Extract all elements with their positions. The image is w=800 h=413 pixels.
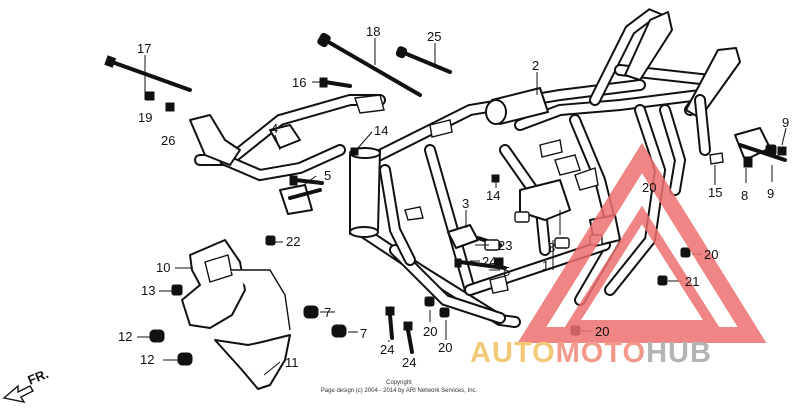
callout-22: 22: [286, 234, 300, 249]
callout-1: 1: [542, 258, 549, 273]
middle-fasteners: [289, 175, 507, 270]
callout-8b: 8: [741, 188, 748, 203]
callout-24c: 24: [402, 355, 416, 370]
callout-12a: 12: [118, 329, 132, 344]
main-frame-body: [349, 8, 741, 328]
callout-16: 16: [292, 75, 306, 90]
callout-21: 21: [685, 274, 699, 289]
callout-5a: 5: [324, 168, 331, 183]
callout-14a: 14: [374, 123, 388, 138]
callout-7b: 7: [360, 326, 367, 341]
callout-10: 10: [156, 260, 170, 275]
callout-20c: 20: [704, 247, 718, 262]
callout-2: 2: [532, 58, 539, 73]
front-direction-indicator: FR.: [2, 366, 51, 403]
callout-20d: 20: [595, 324, 609, 339]
watermark-logo: AUTOMOTOHUB: [470, 142, 767, 369]
callout-19: 19: [138, 110, 152, 125]
callout-24a: 24: [482, 254, 496, 269]
callout-17: 17: [137, 41, 151, 56]
lower-fasteners: [303, 247, 691, 354]
watermark-text-auto: AUTO: [470, 337, 556, 369]
callout-20e: 20: [642, 180, 656, 195]
watermark-triangle: [517, 142, 767, 343]
callout-15: 15: [708, 185, 722, 200]
callout-8a: 8: [548, 240, 555, 255]
callout-3: 3: [462, 196, 469, 211]
callout-20b: 20: [438, 340, 452, 355]
leader-lines: [137, 38, 787, 376]
watermark-text-hub: HUB: [646, 337, 712, 369]
callout-12b: 12: [140, 352, 154, 367]
callout-18: 18: [366, 24, 380, 39]
callout-26: 26: [161, 133, 175, 148]
callout-4: 4: [271, 121, 278, 136]
copyright-line-2: Page design (c) 2004 - 2014 by ARI Netwo…: [321, 388, 478, 394]
copyright-notice: Copyright Page design (c) 2004 - 2014 by…: [321, 380, 478, 394]
callout-20a: 20: [423, 324, 437, 339]
callout-25: 25: [427, 29, 441, 44]
callout-24b: 24: [380, 342, 394, 357]
callout-13: 13: [141, 283, 155, 298]
callout-7a: 7: [324, 305, 331, 320]
callout-9b: 9: [767, 186, 774, 201]
callout-11: 11: [285, 355, 299, 370]
long-bolts: [104, 32, 500, 183]
copyright-line-1: Copyright: [386, 380, 412, 386]
callout-labels: 1 2 3 4 5 5 7 7 8 8 9 9 10 11 12 12 13 1…: [118, 24, 789, 370]
side-bracket-4: [189, 94, 386, 215]
callout-9a: 9: [782, 115, 789, 130]
watermark-text-moto: MOTO: [556, 337, 646, 369]
front-label: FR.: [26, 366, 51, 388]
callout-14b: 14: [486, 188, 500, 203]
callout-23: 23: [498, 238, 512, 253]
rear-small-parts: [709, 127, 787, 168]
left-covers: [149, 235, 291, 390]
front-arrow-icon: [2, 384, 34, 403]
callout-5b: 5: [503, 264, 510, 279]
svg-text:AUTOMOTOHUB: AUTOMOTOHUB: [470, 337, 712, 369]
